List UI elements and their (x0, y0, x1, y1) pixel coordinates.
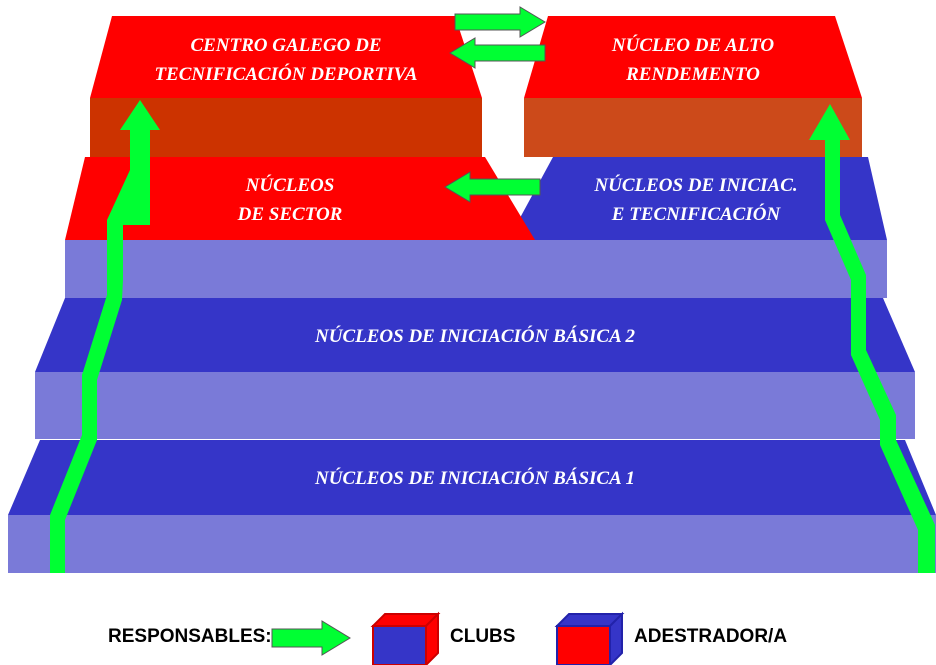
level-initiation-label-2: E TECNIFICACIÓN (611, 203, 782, 225)
level-basic2-front (35, 372, 915, 439)
level-centro-label-1: CENTRO GALEGO DE (190, 35, 381, 56)
level-sector-top (65, 157, 535, 240)
level-alto-front (524, 98, 862, 157)
green-arrow-up-left (50, 100, 160, 573)
level-alto-label-1: NÚCLEO DE ALTO (611, 34, 775, 56)
level-alto-top (524, 16, 862, 98)
legend-green-arrow (271, 620, 351, 656)
legend-adestrador-label: ADESTRADOR/A (634, 626, 787, 647)
legend-adestrador-cube-icon (554, 611, 625, 665)
level-basic2-label: NÚCLEOS DE INICIACIÓN BÁSICA 2 (314, 325, 635, 347)
level-basic1-label: NÚCLEOS DE INICIACIÓN BÁSICA 1 (314, 467, 635, 489)
level-basic1-front (8, 515, 936, 573)
level-initiation-top (508, 157, 887, 240)
legend-clubs-cube-icon (370, 611, 441, 665)
level-3-front (65, 240, 887, 298)
level-centro-label-2: TECNIFICACIÓN DEPORTIVA (154, 63, 417, 85)
green-arrow-right-top (454, 6, 546, 38)
level-basic1-top (8, 440, 936, 515)
level-centro-top (90, 16, 482, 98)
green-arrow-left-mid (444, 171, 541, 203)
level-sector-label-1: NÚCLEOS (245, 174, 335, 196)
green-arrow-up-right (809, 104, 935, 573)
level-basic2-top (35, 298, 915, 372)
green-arrow-left-top (449, 37, 546, 69)
legend-clubs-label: CLUBS (450, 626, 515, 647)
level-sector-label-2: DE SECTOR (237, 204, 343, 225)
level-alto-label-2: RENDEMENTO (625, 64, 760, 85)
legend-responsables-label: RESPONSABLES: (108, 626, 272, 647)
level-initiation-label-1: NÚCLEOS DE INICIAC. (593, 174, 797, 196)
